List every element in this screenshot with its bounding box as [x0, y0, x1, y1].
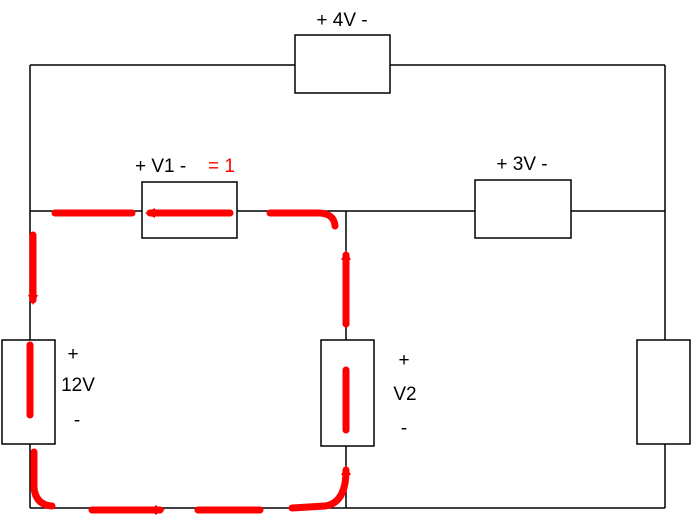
label-12v-minus: -: [74, 410, 80, 431]
label-v2-minus: -: [401, 418, 407, 439]
resistor-4v: [294, 34, 391, 94]
kvl-loop: [26, 208, 351, 515]
label-v2-plus: +: [398, 350, 409, 371]
label-3v: + 3V -: [496, 154, 547, 175]
loop-dash-corner-bottom-right: [288, 465, 351, 512]
label-4v: + 4V -: [316, 10, 367, 31]
resistor-right: [636, 339, 691, 445]
resistor-3v: [474, 179, 572, 239]
label-12v-value: 12V: [61, 375, 95, 396]
loop-dash-corner-bottom-left: [30, 448, 56, 510]
label-v1-value: = 1: [208, 156, 235, 177]
loop-dash-corner-top: [266, 209, 339, 230]
label-v2-value: V2: [393, 384, 416, 405]
label-12v-plus: +: [67, 344, 78, 365]
labels: + 4V - + V1 - = 1 + 3V - + 12V - + V2 -: [61, 10, 548, 439]
label-v1: + V1 -: [135, 156, 186, 177]
